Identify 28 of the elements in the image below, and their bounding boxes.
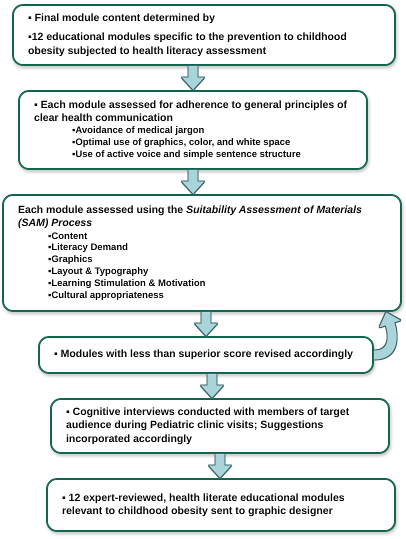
criterion-text: ▪Layout & Typography	[48, 266, 150, 278]
step-text: ▪ Modules with less than superior score revised accordingly	[54, 348, 354, 362]
criterion-text: ▪Optimal use of graphics, color, and white space	[72, 137, 292, 150]
step-text: ▪ Cognitive interviews conducted with members of target audience during Pediatric clinic visits; Suggestions incorporated accordingly	[66, 406, 350, 446]
block-arrow	[209, 454, 231, 478]
criterion-text: ▪Use of active voice and simple sentence structure	[72, 149, 302, 161]
process-box	[46, 478, 396, 532]
process-box	[50, 398, 390, 454]
criterion-text: ▪Learning Stimulation & Motivation	[48, 278, 206, 290]
process-box	[2, 194, 402, 312]
criterion-text: ▪Literacy Demand	[48, 242, 129, 254]
process-box	[12, 4, 396, 66]
block-arrow	[182, 66, 204, 90]
block-arrow	[195, 312, 217, 336]
criterion-text: ▪Content	[48, 230, 88, 242]
criterion-text: ▪Avoidance of medical jargon	[72, 125, 206, 138]
step-text: Each module assessed using the Suitability Assessment of Materials (SAM) Process	[18, 204, 363, 230]
block-arrow	[182, 170, 204, 194]
step-text: ▪ Each module assessed for adherence to general principles of clear health communication	[34, 99, 348, 126]
criterion-text: ▪Cultural appropriateness	[48, 290, 165, 302]
criterion-text: ▪Graphics	[48, 254, 94, 266]
block-arrow	[201, 374, 223, 398]
step-text: ▪12 educational modules specific to the prevention to childhood obesity subjected to health literacy assessment	[28, 31, 348, 58]
step-text: ▪ Final module content determined by	[28, 12, 216, 26]
step-text: ▪ 12 expert-reviewed, health literate educational modules relevant to childhood obesity sent to graphic designer	[62, 492, 346, 518]
curved-arrow	[374, 312, 400, 360]
process-box	[38, 336, 374, 374]
process-box	[18, 90, 368, 170]
